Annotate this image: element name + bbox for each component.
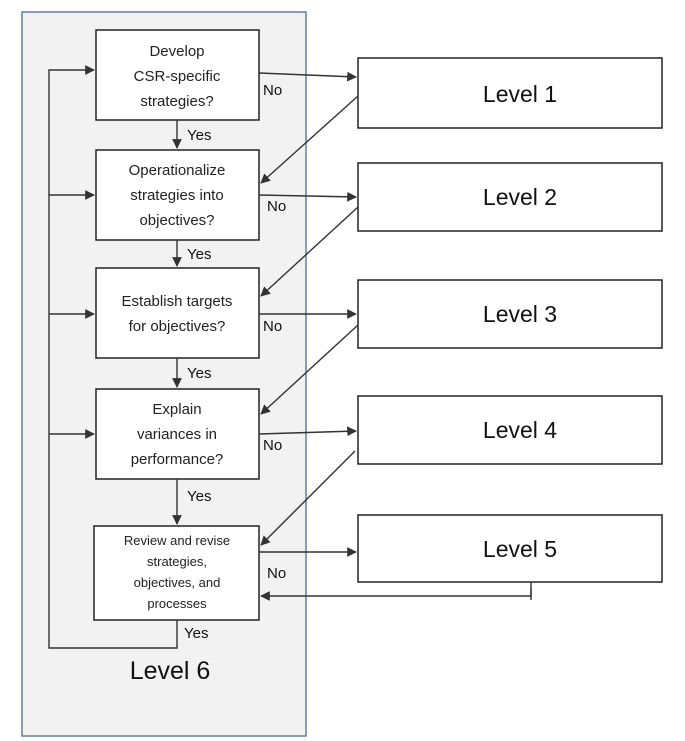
level-5-label: Level 5 [483, 536, 557, 562]
no-label-2: No [267, 198, 286, 215]
yes-label-1: Yes [187, 127, 211, 144]
decision-1-line-3: strategies? [140, 93, 213, 110]
level-1-label: Level 1 [483, 81, 557, 107]
yes-loop-back [48, 65, 178, 649]
yes-label-5: Yes [184, 625, 208, 642]
return-arrow-level-3 [260, 324, 359, 415]
level-4-box [357, 395, 663, 465]
yes-label-3: Yes [187, 365, 211, 382]
decision-box-4 [95, 388, 260, 480]
level-2-box [357, 162, 663, 232]
return-arrow-level-4 [260, 450, 356, 546]
yes-label-2: Yes [187, 246, 211, 263]
decision-box-2 [95, 149, 260, 241]
decision-3-line-2: for objectives? [129, 318, 226, 335]
decision-box-3 [95, 267, 260, 359]
decision-2-line-2: strategies into [130, 187, 223, 204]
decision-2-line-3: objectives? [139, 212, 214, 229]
no-label-4: No [263, 437, 282, 454]
no-label-1: No [263, 82, 282, 99]
decision-4-line-3: performance? [131, 451, 224, 468]
level-3-box [357, 279, 663, 349]
decision-5-line-3: objectives, and [134, 575, 221, 590]
level-3-label: Level 3 [483, 301, 557, 327]
decision-4-line-2: variances in [137, 426, 217, 443]
no-arrow-4 [258, 426, 357, 437]
level-2-label: Level 2 [483, 184, 557, 210]
no-label-5: No [267, 565, 286, 582]
panel-title: Level 6 [130, 657, 211, 685]
decision-box-1 [95, 29, 260, 121]
decision-1-line-1: Develop [149, 43, 204, 60]
level-1-box [357, 57, 663, 129]
decision-2-line-1: Operationalize [129, 162, 226, 179]
return-arrow-level-1 [260, 95, 359, 184]
level-5-box [357, 514, 663, 583]
no-arrow-2 [258, 191, 357, 202]
decision-1-line-2: CSR-specific [134, 68, 221, 85]
return-arrow-level-2 [260, 206, 359, 297]
decision-3-line-1: Establish targets [122, 293, 233, 310]
decision-5-line-4: processes [147, 596, 207, 611]
no-arrow-1 [258, 71, 357, 82]
decision-4-line-1: Explain [152, 401, 201, 418]
no-label-3: No [263, 318, 282, 335]
decision-box-5 [93, 525, 260, 621]
decision-5-line-1: Review and revise [124, 533, 230, 548]
yes-label-4: Yes [187, 488, 211, 505]
level-4-label: Level 4 [483, 417, 557, 443]
decision-5-line-2: strategies, [147, 554, 207, 569]
